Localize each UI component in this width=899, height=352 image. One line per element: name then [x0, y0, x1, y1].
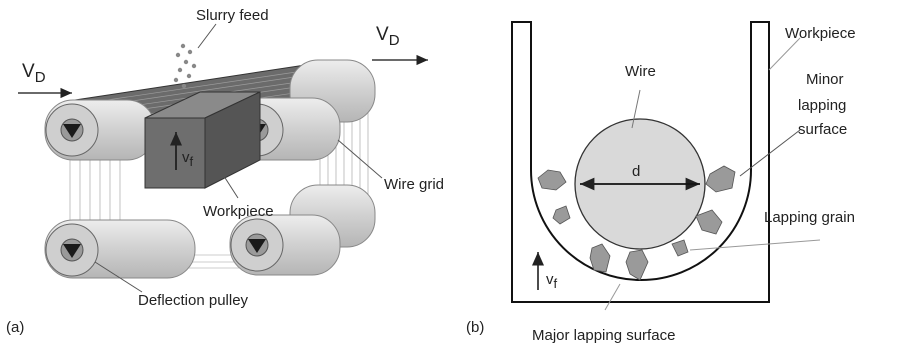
minor-label-2: lapping: [798, 97, 846, 114]
pulley-cap: [45, 103, 99, 157]
pulley-cap: [230, 218, 284, 272]
panel-a: vf Slurry feed VD VD Wire grid Workpiece…: [6, 7, 444, 336]
workpiece-block: [144, 91, 261, 189]
vf-label-a: vf: [182, 149, 194, 169]
major-leader: [604, 283, 621, 311]
panel-a-tag: (a): [6, 319, 24, 336]
slurry-feed-label: Slurry feed: [196, 7, 269, 24]
vd-left-label: VD: [22, 61, 46, 86]
deflection-pulley-leader: [94, 261, 143, 293]
vf-label-b: vf: [546, 271, 558, 291]
wire-grid-label: Wire grid: [384, 176, 444, 193]
wire-leader: [631, 89, 641, 129]
vd-right-label: VD: [376, 24, 400, 49]
pulley-cap: [45, 223, 99, 277]
panel-b-tag: (b): [466, 319, 484, 336]
slurry-droplets: [173, 43, 197, 89]
wire-label: Wire: [625, 63, 656, 80]
slurry-leader: [197, 23, 217, 49]
panel-b: d Wire vf Workpiece Minor lapping surfac…: [466, 21, 856, 344]
major-label: Major lapping surface: [532, 327, 675, 344]
workpiece-leader-b: [768, 37, 801, 71]
grain-leader: [689, 239, 821, 251]
diameter-label: d: [632, 163, 640, 180]
deflection-pulley-label: Deflection pulley: [138, 292, 249, 309]
minor-leader: [739, 129, 801, 177]
minor-label-1: Minor: [806, 71, 844, 88]
minor-label-3: surface: [798, 121, 847, 138]
workpiece-leader-a: [219, 169, 239, 199]
workpiece-label-b: Workpiece: [785, 25, 856, 42]
workpiece-label-a: Workpiece: [203, 203, 274, 220]
lapping-grain-label: Lapping grain: [764, 209, 855, 226]
wire-grid-leader: [337, 139, 383, 179]
lapping-grains: [537, 165, 736, 281]
